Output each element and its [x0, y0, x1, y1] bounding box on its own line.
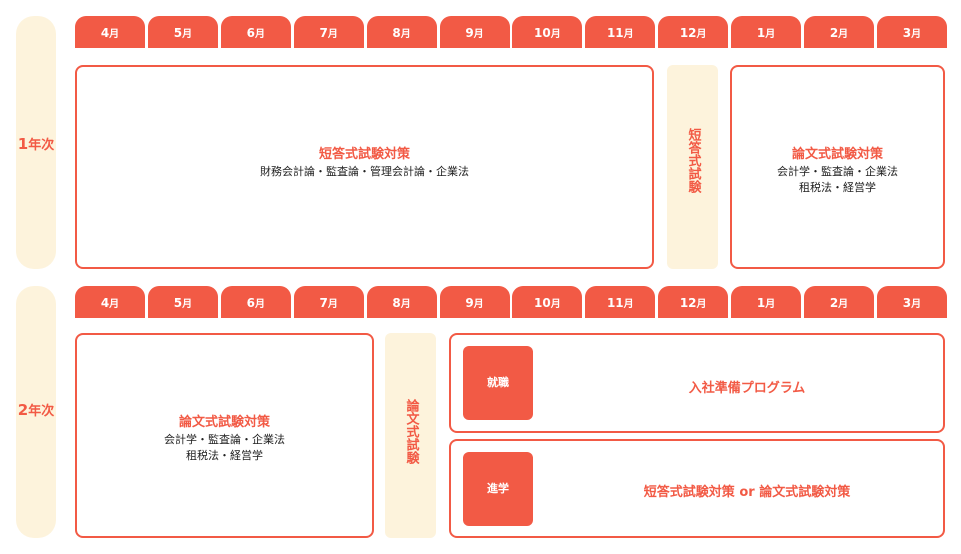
year1-month-1: 1月 [731, 16, 802, 48]
year2-month-5: 5月 [147, 286, 218, 318]
year2-exam-box: 論文式試験 [385, 333, 436, 538]
year1-short-answer-box: 短答式試験対策 財務会計論・監査論・管理会計論・企業法 [75, 65, 654, 269]
year2-exam-label: 論文式試験 [403, 399, 419, 464]
year1-month-8: 8月 [366, 16, 437, 48]
year1-month-6: 6月 [220, 16, 291, 48]
year1-month-11: 11月 [585, 16, 656, 48]
year1-essay-subjects-2: 租税法・経営学 [799, 181, 876, 194]
year1-month-3: 3月 [876, 16, 947, 48]
year1-month-12: 12月 [658, 16, 729, 48]
job-program-title: 入社準備プログラム [688, 381, 806, 396]
study-program-title: 短答式試験対策 or 論文式試験対策 [643, 485, 851, 500]
year1-essay-title: 論文式試験対策 [791, 147, 883, 162]
year2-essay-box: 論文式試験対策 会計学・監査論・企業法 租税法・経営学 [75, 333, 374, 538]
year1-month-7: 7月 [293, 16, 364, 48]
year1-short-answer-title: 短答式試験対策 [318, 147, 410, 162]
year2-month-10: 10月 [512, 286, 583, 318]
year2-month-8: 8月 [366, 286, 437, 318]
year2-month-12: 12月 [658, 286, 729, 318]
year1-month-5: 5月 [147, 16, 218, 48]
year2-month-11: 11月 [585, 286, 656, 318]
year1-month-10: 10月 [512, 16, 583, 48]
year2-month-4: 4月 [75, 286, 145, 318]
year2-month-9: 9月 [439, 286, 510, 318]
year1-label: 1年次 [17, 135, 55, 153]
path-job-box: 就職 入社準備プログラム [449, 333, 945, 433]
year2-month-7: 7月 [293, 286, 364, 318]
year2-month-1: 1月 [731, 286, 802, 318]
year1-exam-label: 短答式試験 [685, 128, 701, 193]
year1-essay-box: 論文式試験対策 会計学・監査論・企業法 租税法・経営学 [730, 65, 945, 269]
year2-bar: 2年次 [16, 286, 56, 538]
year1-exam-box: 短答式試験 [667, 65, 718, 269]
year1-short-answer-subjects: 財務会計論・監査論・管理会計論・企業法 [260, 165, 469, 178]
job-tag: 就職 [463, 346, 533, 420]
year2-month-6: 6月 [220, 286, 291, 318]
year2-essay-title: 論文式試験対策 [178, 415, 270, 430]
year1-bar: 1年次 [16, 16, 56, 269]
year1-month-4: 4月 [75, 16, 145, 48]
path-study-box: 進学 短答式試験対策 or 論文式試験対策 [449, 439, 945, 538]
year2-essay-subjects-1: 会計学・監査論・企業法 [164, 433, 285, 446]
year1-month-2: 2月 [804, 16, 874, 48]
study-tag: 進学 [463, 452, 533, 526]
year2-essay-subjects-2: 租税法・経営学 [186, 449, 263, 462]
year1-essay-subjects-1: 会計学・監査論・企業法 [777, 165, 898, 178]
year1-month-9: 9月 [439, 16, 510, 48]
year2-label: 2年次 [17, 401, 55, 419]
year2-month-3: 3月 [876, 286, 947, 318]
year2-month-2: 2月 [804, 286, 874, 318]
